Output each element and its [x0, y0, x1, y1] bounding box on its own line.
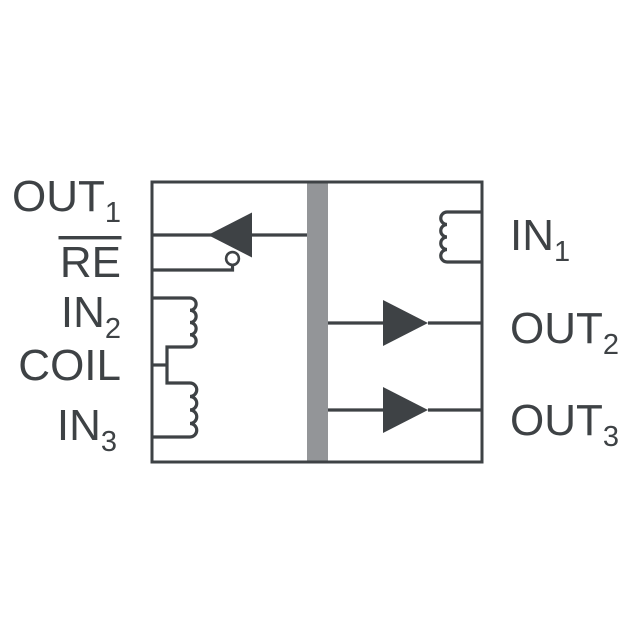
pin-label-out3-main: OUT: [510, 396, 603, 445]
pin-label-out1: OUT1: [12, 172, 121, 229]
buffer1-triangle-icon: [208, 212, 252, 258]
buffer2-triangle-icon: [383, 300, 428, 346]
pin-label-in2-sub: 2: [105, 313, 121, 345]
pin-label-in3-main: IN: [57, 401, 101, 450]
pin-label-in1-main: IN: [510, 211, 554, 260]
pin-label-in2-main: IN: [61, 288, 105, 337]
pin-label-in2: IN2: [61, 288, 121, 345]
pin-label-re: RE: [60, 238, 121, 287]
pin-label-out2: OUT2: [510, 304, 619, 361]
pin-label-coil-main: COIL: [18, 341, 121, 390]
pin-label-out2-main: OUT: [510, 304, 603, 353]
pin-label-coil: COIL: [18, 341, 121, 390]
pin-label-out1-sub: 1: [105, 197, 121, 229]
pin-label-out3-sub: 3: [603, 421, 619, 453]
pin-label-in3-sub: 3: [101, 426, 117, 458]
pin-label-out1-main: OUT: [12, 172, 105, 221]
coil-in2-in3-icon: [152, 296, 199, 439]
coil-in1-icon: [439, 210, 482, 264]
pin-label-re-main: RE: [60, 238, 121, 287]
buffer3-triangle-icon: [383, 387, 428, 433]
pin-label-out3: OUT3: [510, 396, 619, 453]
wire-re-enable: [152, 265, 235, 272]
pin-label-in3: IN3: [57, 401, 117, 458]
pin-label-in1-sub: 1: [554, 236, 570, 268]
re-overline: [58, 236, 122, 240]
isolation-barrier: [307, 183, 328, 461]
enable-bubble-icon: [224, 250, 241, 267]
pin-label-out2-sub: 2: [603, 329, 619, 361]
pin-label-in1: IN1: [510, 211, 570, 268]
